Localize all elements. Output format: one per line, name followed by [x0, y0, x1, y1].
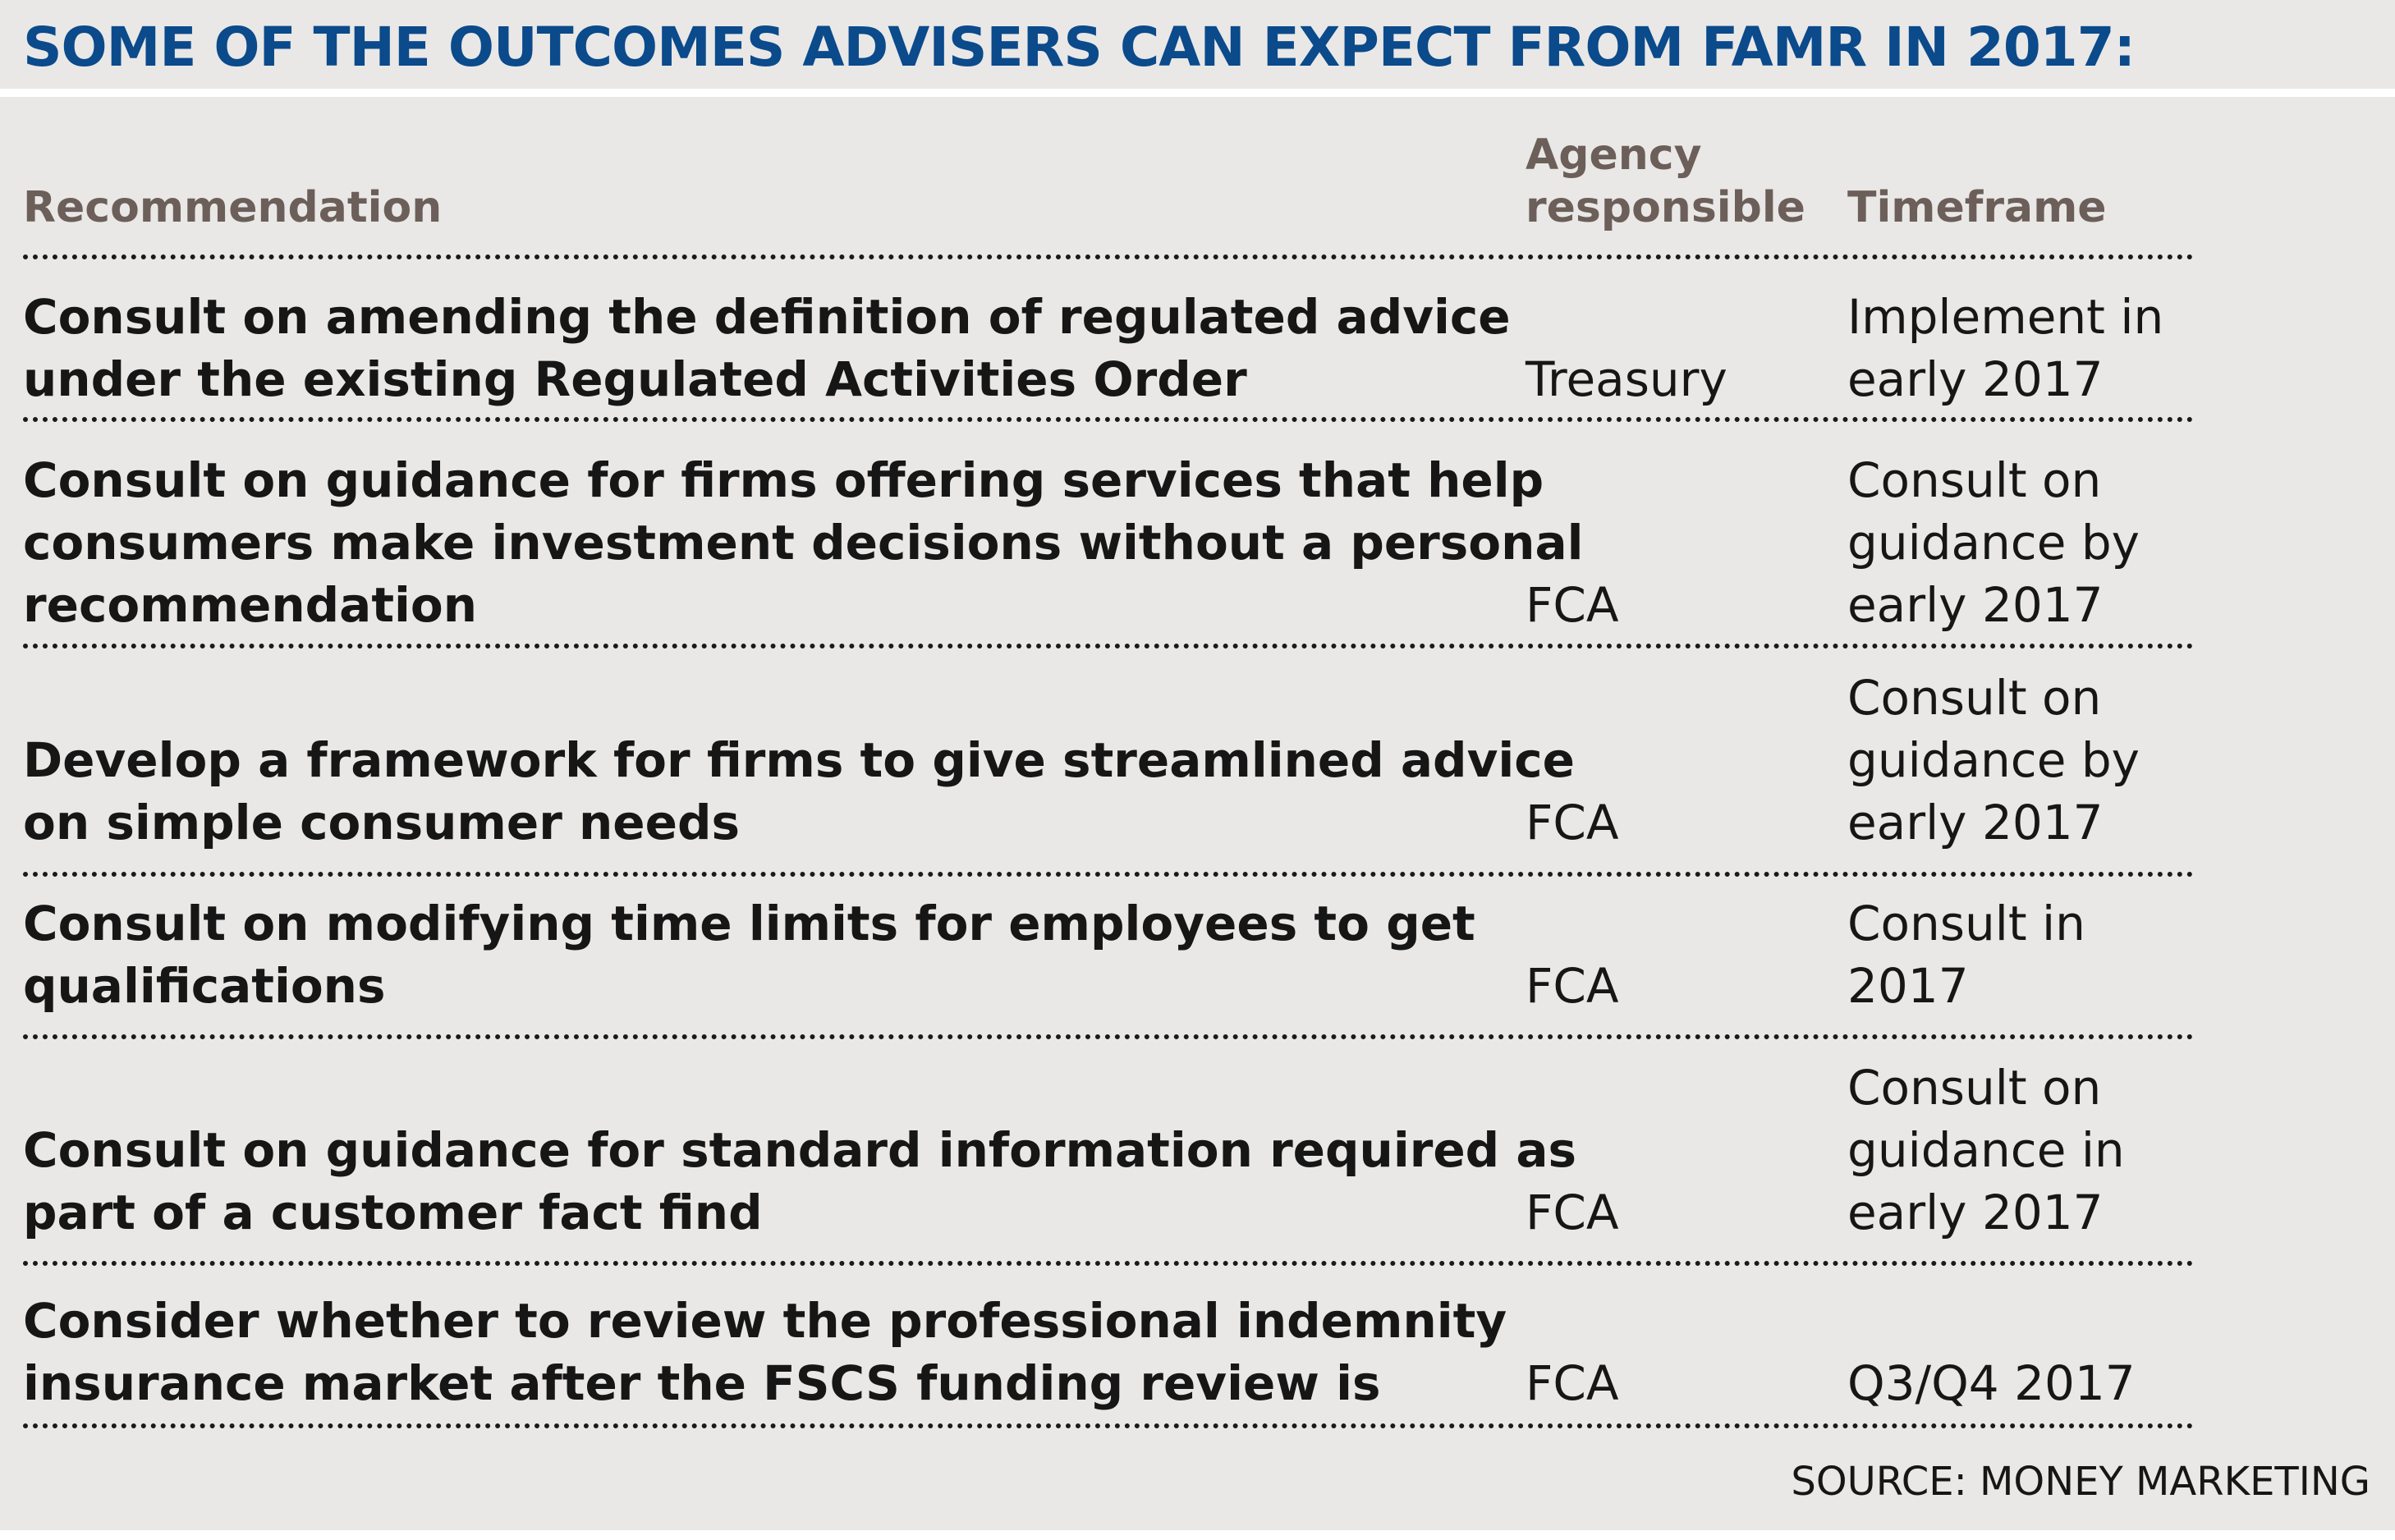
- recommendation-cell: Consult on modifying time limits for emp…: [23, 892, 1509, 1017]
- timeframe-line: Consult on: [1847, 452, 2102, 508]
- timeframe-cell: Consult in 2017: [1847, 892, 2192, 1017]
- recommendation-line: under the existing Regulated Activities …: [23, 351, 1247, 407]
- header-timeframe: Timeframe: [1847, 183, 2107, 232]
- title-bar: SOME OF THE OUTCOMES ADVISERS CAN EXPECT…: [0, 0, 2395, 92]
- timeframe-line: Consult in: [1847, 896, 2085, 951]
- recommendation-line: qualifications: [23, 958, 386, 1014]
- timeframe-cell: Consult on guidance by early 2017: [1847, 449, 2192, 636]
- header-divider: [23, 254, 2194, 259]
- recommendation-line: Develop a framework for firms to give st…: [23, 732, 1575, 788]
- recommendation-line: on simple consumer needs: [23, 795, 741, 850]
- recommendation-line: Consult on guidance for standard informa…: [23, 1122, 1577, 1178]
- timeframe-line: guidance by: [1847, 732, 2140, 788]
- agency-cell: FCA: [1526, 577, 1619, 633]
- timeframe-cell: Consult on guidance by early 2017: [1847, 667, 2192, 854]
- timeframe-line: Consult on: [1847, 670, 2102, 726]
- row-divider: [23, 1423, 2194, 1428]
- title-divider: [0, 89, 2395, 97]
- timeframe-line: early 2017: [1847, 577, 2104, 633]
- source-credit: SOURCE: MONEY MARKETING: [1791, 1459, 2370, 1505]
- recommendation-line: recommendation: [23, 577, 478, 633]
- recommendation-line: Consult on amending the definition of re…: [23, 289, 1511, 345]
- recommendation-line: Consider whether to review the professio…: [23, 1293, 1507, 1349]
- recommendation-line: insurance market after the FSCS funding …: [23, 1355, 1381, 1411]
- timeframe-cell: Q3/Q4 2017: [1847, 1352, 2192, 1414]
- timeframe-line: Q3/Q4 2017: [1847, 1355, 2136, 1411]
- recommendation-cell: Consider whether to review the professio…: [23, 1290, 1509, 1414]
- page-title: SOME OF THE OUTCOMES ADVISERS CAN EXPECT…: [23, 16, 2136, 79]
- recommendation-line: Consult on guidance for firms offering s…: [23, 452, 1544, 508]
- recommendation-cell: Develop a framework for firms to give st…: [23, 729, 1575, 854]
- recommendation-cell: Consult on amending the definition of re…: [23, 286, 1511, 410]
- timeframe-line: early 2017: [1847, 1185, 2104, 1240]
- row-divider: [23, 1034, 2194, 1039]
- timeframe-cell: Implement in early 2017: [1847, 286, 2192, 410]
- recommendation-cell: Consult on guidance for standard informa…: [23, 1119, 1577, 1244]
- timeframe-line: Consult on: [1847, 1060, 2102, 1116]
- header-agency-line-1: Agency: [1526, 131, 1702, 180]
- row-divider: [23, 872, 2194, 877]
- row-divider: [23, 417, 2194, 422]
- recommendation-line: Consult on modifying time limits for emp…: [23, 896, 1475, 951]
- row-divider: [23, 1261, 2194, 1266]
- recommendation-cell: Consult on guidance for firms offering s…: [23, 449, 1584, 636]
- header-recommendation: Recommendation: [23, 183, 443, 232]
- timeframe-line: guidance in: [1847, 1122, 2125, 1178]
- agency-cell: FCA: [1526, 958, 1619, 1014]
- timeframe-cell: Consult on guidance in early 2017: [1847, 1056, 2192, 1244]
- timeframe-line: Implement in: [1847, 289, 2164, 345]
- recommendation-line: part of a customer fact find: [23, 1185, 763, 1240]
- bottom-divider: [0, 1530, 2395, 1540]
- row-divider: [23, 644, 2194, 649]
- timeframe-line: guidance by: [1847, 515, 2140, 571]
- timeframe-line: early 2017: [1847, 795, 2104, 850]
- agency-cell: FCA: [1526, 1355, 1619, 1411]
- header-agency-line-2: responsible: [1526, 183, 1805, 232]
- agency-cell: FCA: [1526, 795, 1619, 850]
- timeframe-line: early 2017: [1847, 351, 2104, 407]
- agency-cell: FCA: [1526, 1185, 1619, 1240]
- timeframe-line: 2017: [1847, 958, 1969, 1014]
- recommendation-line: consumers make investment decisions with…: [23, 515, 1584, 571]
- agency-cell: Treasury: [1526, 351, 1727, 407]
